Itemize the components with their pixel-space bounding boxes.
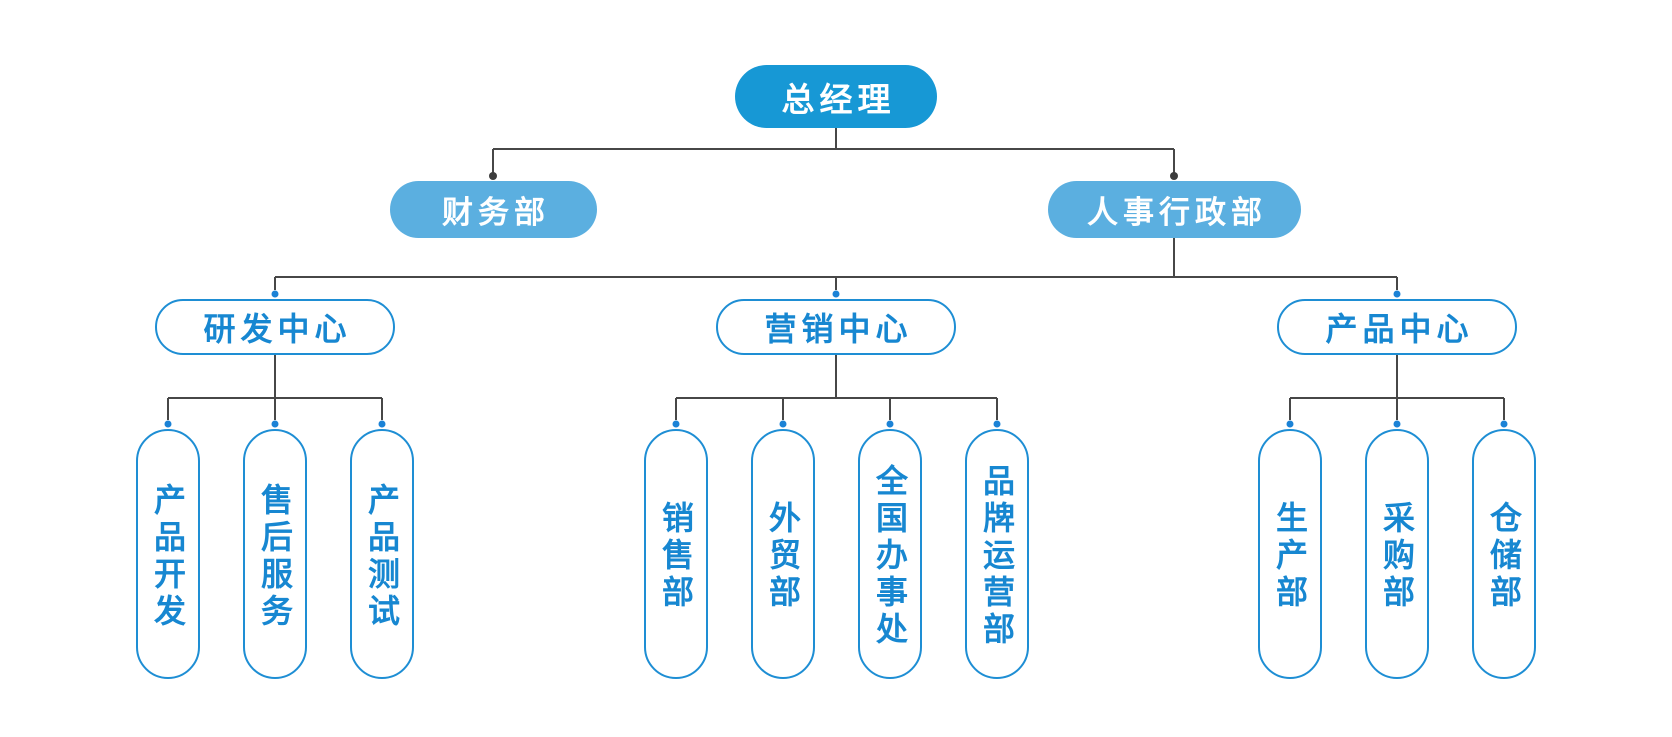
junction-dot	[993, 420, 1001, 428]
node-product-development-label: 产品开发	[150, 482, 186, 631]
node-brand-operations-dept: 品牌运营部	[965, 429, 1029, 679]
connector-hr-to-centers	[271, 238, 1401, 298]
junction-dot	[779, 420, 787, 428]
node-sales-dept: 销售部	[644, 429, 708, 679]
node-national-offices-label: 全国办事处	[872, 464, 908, 649]
node-product-center: 产品中心	[1277, 299, 1517, 355]
junction-dot	[489, 172, 497, 180]
node-foreign-trade-dept: 外贸部	[751, 429, 815, 679]
connector-product-group	[1286, 355, 1508, 428]
connector-root-to-level2	[489, 128, 1178, 180]
junction-dot	[271, 290, 279, 298]
node-hr-admin-dept-label: 人事行政部	[1087, 195, 1267, 230]
node-national-offices: 全国办事处	[858, 429, 922, 679]
node-sales-dept-label: 销售部	[658, 501, 694, 612]
node-after-sales-service: 售后服务	[243, 429, 307, 679]
node-hr-admin-dept: 人事行政部	[1048, 181, 1301, 238]
node-general-manager: 总经理	[735, 65, 937, 128]
junction-dot	[1500, 420, 1508, 428]
node-marketing-center: 营销中心	[716, 299, 956, 355]
node-marketing-center-label: 营销中心	[764, 311, 913, 347]
node-finance-dept-label: 财务部	[442, 195, 550, 230]
node-rd-center: 研发中心	[155, 299, 395, 355]
node-warehouse-dept-label: 仓储部	[1486, 501, 1522, 612]
junction-dot	[1393, 290, 1401, 298]
node-purchasing-dept-label: 采购部	[1379, 501, 1415, 612]
node-general-manager-label: 总经理	[781, 80, 896, 118]
junction-dot	[672, 420, 680, 428]
junction-dot	[164, 420, 172, 428]
junction-dot	[832, 290, 840, 298]
node-product-testing-label: 产品测试	[364, 482, 400, 631]
node-product-testing: 产品测试	[350, 429, 414, 679]
junction-dot	[1286, 420, 1294, 428]
node-product-center-label: 产品中心	[1325, 311, 1474, 347]
node-purchasing-dept: 采购部	[1365, 429, 1429, 679]
connector-marketing-group	[672, 355, 1001, 428]
node-after-sales-service-label: 售后服务	[257, 482, 293, 631]
junction-dot	[1393, 420, 1401, 428]
junction-dot	[1170, 172, 1178, 180]
node-foreign-trade-dept-label: 外贸部	[765, 501, 801, 612]
node-product-development: 产品开发	[136, 429, 200, 679]
node-warehouse-dept: 仓储部	[1472, 429, 1536, 679]
node-finance-dept: 财务部	[390, 181, 597, 238]
node-rd-center-label: 研发中心	[203, 311, 352, 347]
junction-dot	[378, 420, 386, 428]
node-production-dept-label: 生产部	[1272, 501, 1308, 612]
node-production-dept: 生产部	[1258, 429, 1322, 679]
junction-dot	[886, 420, 894, 428]
junction-dot	[271, 420, 279, 428]
node-brand-operations-dept-label: 品牌运营部	[979, 464, 1015, 649]
connector-rd-group	[164, 355, 386, 428]
